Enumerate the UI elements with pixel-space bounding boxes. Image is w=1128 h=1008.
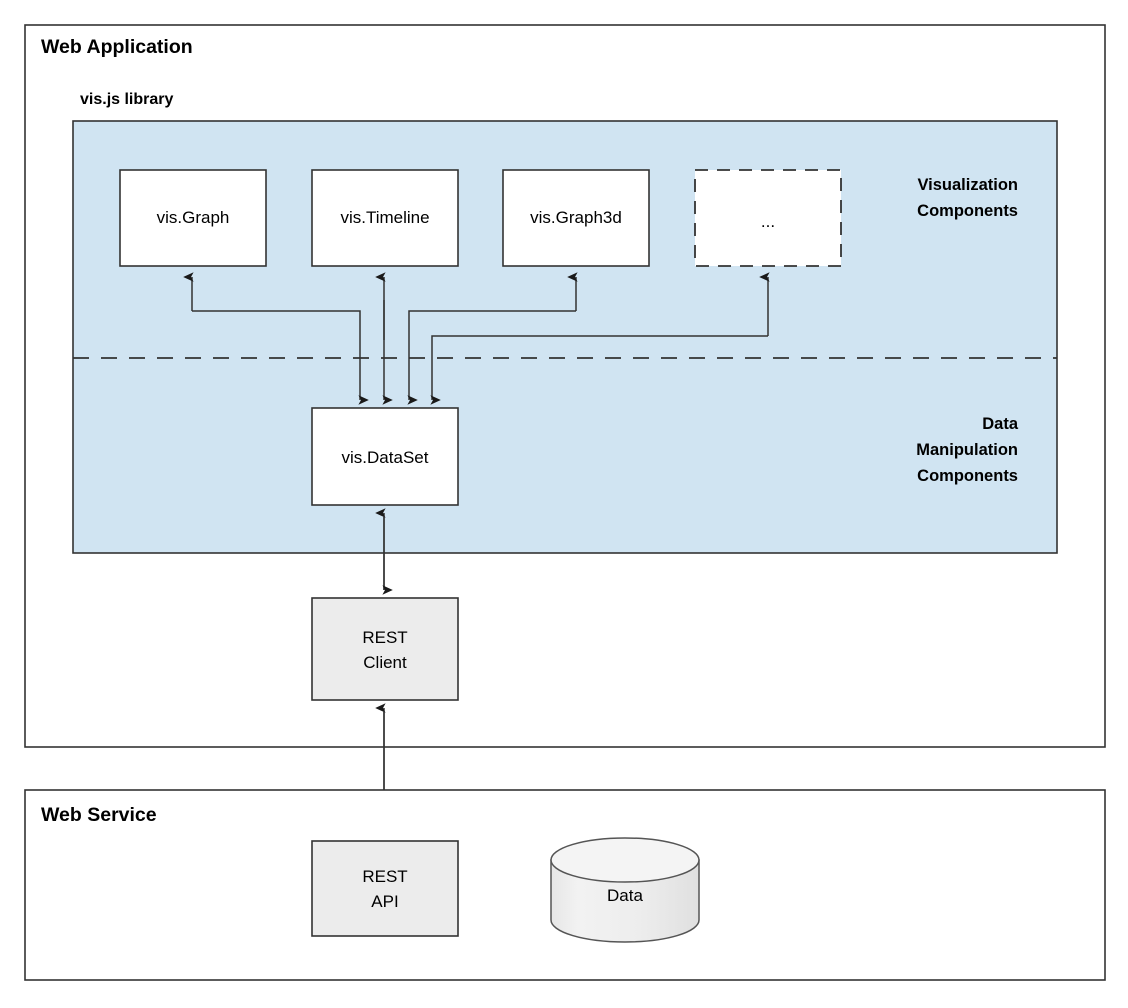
node-vis-timeline[interactable]: vis.Timeline bbox=[311, 169, 459, 267]
node-more-components-label: ... bbox=[761, 212, 775, 231]
node-vis-timeline-label: vis.Timeline bbox=[340, 208, 429, 227]
node-vis-graph-box[interactable] bbox=[119, 169, 267, 267]
node-rest-client-label-line2: Client bbox=[363, 653, 407, 672]
node-vis-graph3d[interactable]: vis.Graph3d bbox=[502, 169, 650, 267]
node-rest-api-label-line2: API bbox=[371, 892, 398, 911]
node-data-store-cylinder-top bbox=[550, 837, 700, 883]
node-vis-dataset[interactable]: vis.DataSet bbox=[311, 407, 459, 506]
node-vis-timeline-box[interactable] bbox=[311, 169, 459, 267]
node-vis-dataset-box[interactable] bbox=[311, 407, 459, 506]
library-title: vis.js library bbox=[80, 91, 173, 108]
section-title-web-service: Web Service bbox=[41, 804, 157, 826]
connector-visgraph-to-dataset-down bbox=[192, 310, 369, 405]
connector-visgraph3d-to-dataset-down bbox=[407, 310, 576, 405]
connector-more-to-dataset-down bbox=[430, 335, 768, 405]
node-vis-graph[interactable]: vis.Graph bbox=[119, 169, 267, 267]
node-rest-client-label-line1: REST bbox=[362, 628, 407, 647]
zone-label-data-manipulation-line1: Data bbox=[982, 415, 1019, 433]
node-data-store[interactable]: Data bbox=[550, 837, 700, 943]
node-data-store-cylinder-body[interactable] bbox=[550, 859, 700, 943]
zone-label-data-manipulation-line3: Components bbox=[917, 467, 1018, 485]
node-vis-graph-label: vis.Graph bbox=[157, 208, 230, 227]
node-vis-dataset-label: vis.DataSet bbox=[342, 448, 429, 467]
zone-label-data-manipulation-line2: Manipulation bbox=[916, 441, 1018, 459]
node-rest-api[interactable]: REST API bbox=[311, 840, 459, 937]
node-more-components[interactable]: ... bbox=[694, 169, 842, 267]
zone-label-visualization-line1: Visualization bbox=[917, 176, 1018, 194]
node-rest-api-label-line1: REST bbox=[362, 867, 407, 886]
node-vis-graph3d-label: vis.Graph3d bbox=[530, 208, 622, 227]
node-more-components-box[interactable] bbox=[694, 169, 842, 267]
zone-label-visualization-line2: Components bbox=[917, 202, 1018, 220]
node-rest-api-box[interactable] bbox=[311, 840, 459, 937]
node-vis-graph3d-box[interactable] bbox=[502, 169, 650, 267]
node-data-store-label: Data bbox=[607, 886, 643, 905]
node-rest-client[interactable]: REST Client bbox=[311, 597, 459, 701]
node-rest-client-box[interactable] bbox=[311, 597, 459, 701]
section-title-web-application: Web Application bbox=[41, 36, 193, 58]
